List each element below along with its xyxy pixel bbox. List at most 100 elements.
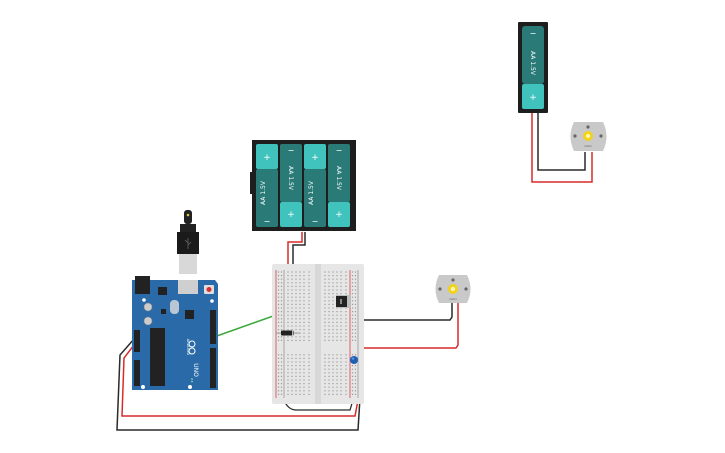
breadboard-hole[interactable] xyxy=(303,271,305,273)
breadboard-hole[interactable] xyxy=(299,296,301,298)
breadboard-hole[interactable] xyxy=(351,390,354,392)
breadboard-hole[interactable] xyxy=(291,307,293,309)
breadboard-hole[interactable] xyxy=(332,314,334,316)
breadboard-hole[interactable] xyxy=(308,321,310,323)
breadboard-hole[interactable] xyxy=(277,368,280,370)
breadboard-hole[interactable] xyxy=(354,339,357,341)
breadboard-hole[interactable] xyxy=(351,386,354,388)
breadboard-hole[interactable] xyxy=(299,365,301,367)
breadboard-hole[interactable] xyxy=(328,357,330,359)
breadboard-hole[interactable] xyxy=(332,318,334,320)
breadboard-hole[interactable] xyxy=(280,321,283,323)
breadboard-hole[interactable] xyxy=(291,285,293,287)
breadboard-hole[interactable] xyxy=(295,289,297,291)
breadboard-hole[interactable] xyxy=(308,282,310,284)
breadboard-hole[interactable] xyxy=(336,314,338,316)
breadboard-hole[interactable] xyxy=(291,390,293,392)
breadboard-hole[interactable] xyxy=(308,368,310,370)
breadboard-hole[interactable] xyxy=(291,339,293,341)
breadboard-hole[interactable] xyxy=(280,311,283,313)
breadboard-hole[interactable] xyxy=(336,271,338,273)
breadboard-hole[interactable] xyxy=(336,379,338,381)
breadboard-hole[interactable] xyxy=(287,339,289,341)
breadboard-hole[interactable] xyxy=(295,379,297,381)
breadboard-hole[interactable] xyxy=(351,368,354,370)
breadboard-hole[interactable] xyxy=(291,379,293,381)
breadboard-hole[interactable] xyxy=(277,393,280,395)
breadboard-hole[interactable] xyxy=(303,386,305,388)
breadboard-hole[interactable] xyxy=(345,285,347,287)
breadboard-hole[interactable] xyxy=(287,336,289,338)
breadboard-hole[interactable] xyxy=(280,372,283,374)
breadboard-hole[interactable] xyxy=(308,311,310,313)
breadboard-hole[interactable] xyxy=(303,329,305,331)
breadboard-hole[interactable] xyxy=(332,386,334,388)
breadboard-hole[interactable] xyxy=(345,354,347,356)
breadboard-hole[interactable] xyxy=(303,314,305,316)
breadboard-hole[interactable] xyxy=(324,368,326,370)
breadboard-hole[interactable] xyxy=(287,307,289,309)
breadboard-hole[interactable] xyxy=(354,289,357,291)
breadboard-hole[interactable] xyxy=(299,318,301,320)
breadboard-hole[interactable] xyxy=(345,361,347,363)
breadboard-hole[interactable] xyxy=(332,393,334,395)
breadboard-hole[interactable] xyxy=(332,325,334,327)
breadboard-hole[interactable] xyxy=(280,318,283,320)
breadboard-hole[interactable] xyxy=(299,289,301,291)
breadboard-hole[interactable] xyxy=(277,386,280,388)
breadboard-hole[interactable] xyxy=(345,325,347,327)
breadboard-hole[interactable] xyxy=(308,354,310,356)
breadboard-hole[interactable] xyxy=(277,357,280,359)
breadboard-hole[interactable] xyxy=(332,285,334,287)
breadboard-hole[interactable] xyxy=(351,321,354,323)
breadboard-hole[interactable] xyxy=(277,285,280,287)
breadboard-hole[interactable] xyxy=(354,383,357,385)
breadboard-hole[interactable] xyxy=(354,390,357,392)
breadboard-hole[interactable] xyxy=(354,354,357,356)
breadboard-hole[interactable] xyxy=(354,275,357,277)
breadboard-hole[interactable] xyxy=(354,271,357,273)
breadboard-hole[interactable] xyxy=(351,300,354,302)
breadboard-hole[interactable] xyxy=(332,372,334,374)
breadboard-hole[interactable] xyxy=(351,282,354,284)
breadboard-hole[interactable] xyxy=(280,393,283,395)
breadboard-hole[interactable] xyxy=(328,325,330,327)
breadboard-hole[interactable] xyxy=(280,300,283,302)
breadboard-hole[interactable] xyxy=(345,329,347,331)
breadboard-hole[interactable] xyxy=(332,311,334,313)
breadboard-hole[interactable] xyxy=(303,275,305,277)
breadboard-hole[interactable] xyxy=(336,329,338,331)
breadboard-hole[interactable] xyxy=(340,311,342,313)
breadboard-hole[interactable] xyxy=(332,271,334,273)
breadboard-hole[interactable] xyxy=(280,365,283,367)
breadboard-hole[interactable] xyxy=(328,289,330,291)
breadboard-hole[interactable] xyxy=(345,275,347,277)
breadboard-hole[interactable] xyxy=(345,383,347,385)
breadboard-hole[interactable] xyxy=(303,368,305,370)
breadboard-hole[interactable] xyxy=(328,379,330,381)
breadboard-hole[interactable] xyxy=(303,293,305,295)
breadboard-hole[interactable] xyxy=(354,300,357,302)
breadboard-hole[interactable] xyxy=(291,278,293,280)
breadboard-hole[interactable] xyxy=(345,386,347,388)
breadboard-hole[interactable] xyxy=(336,361,338,363)
breadboard-hole[interactable] xyxy=(324,278,326,280)
breadboard-hole[interactable] xyxy=(324,300,326,302)
breadboard-hole[interactable] xyxy=(291,300,293,302)
breadboard-hole[interactable] xyxy=(324,365,326,367)
breadboard-hole[interactable] xyxy=(340,393,342,395)
usb-cable[interactable] xyxy=(177,210,199,274)
breadboard-hole[interactable] xyxy=(332,282,334,284)
breadboard-hole[interactable] xyxy=(351,339,354,341)
breadboard-hole[interactable] xyxy=(277,372,280,374)
breadboard-hole[interactable] xyxy=(351,365,354,367)
breadboard-hole[interactable] xyxy=(332,300,334,302)
breadboard-hole[interactable] xyxy=(303,296,305,298)
breadboard-hole[interactable] xyxy=(354,332,357,334)
breadboard-hole[interactable] xyxy=(345,318,347,320)
breadboard-hole[interactable] xyxy=(303,372,305,374)
breadboard-hole[interactable] xyxy=(299,393,301,395)
breadboard-hole[interactable] xyxy=(308,285,310,287)
breadboard-hole[interactable] xyxy=(336,357,338,359)
